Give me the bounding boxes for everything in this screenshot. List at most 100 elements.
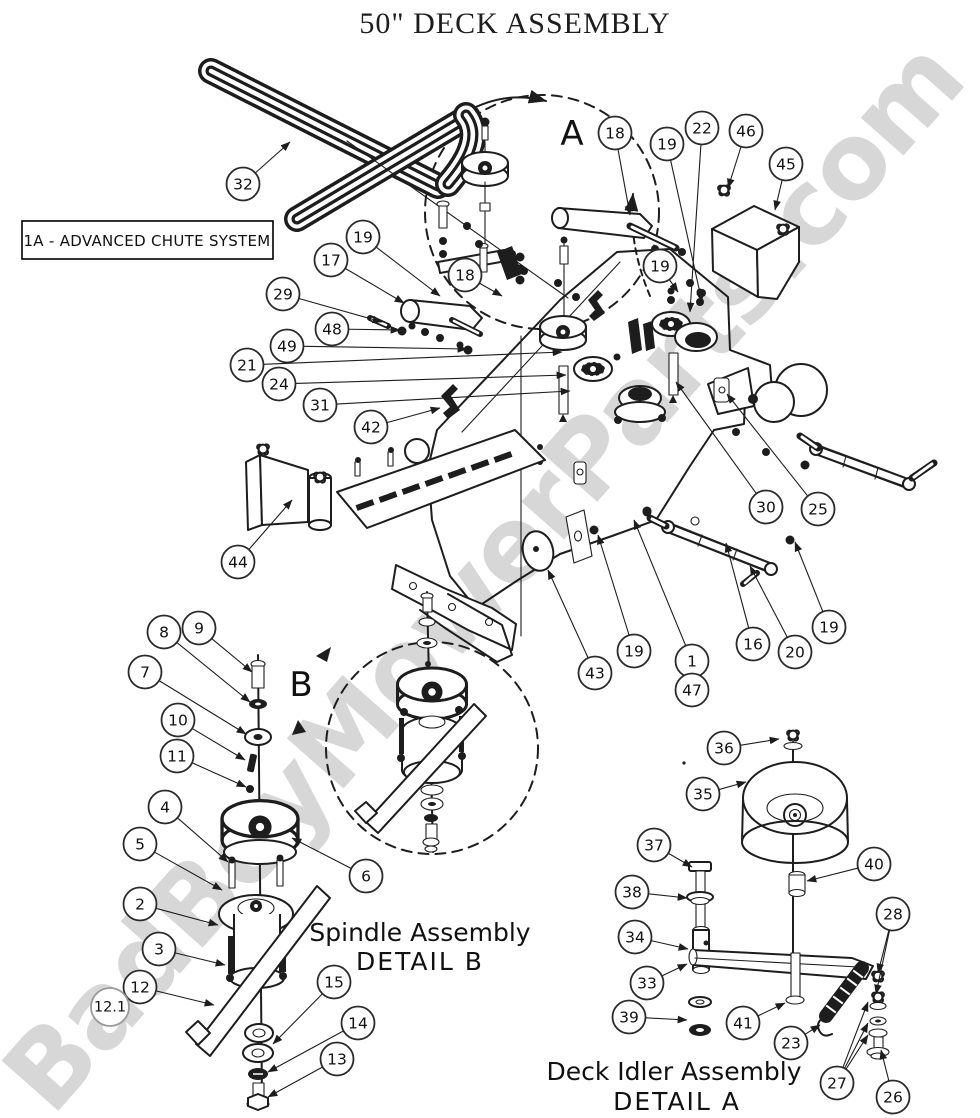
callout-41-number: 41 bbox=[733, 1015, 753, 1033]
callout-19-number: 19 bbox=[624, 643, 644, 661]
callout-39: 39 bbox=[611, 999, 688, 1035]
callout-6: 6 bbox=[291, 837, 384, 894]
callout-1: 1 bbox=[633, 519, 710, 679]
callout-49-circle bbox=[269, 328, 305, 364]
callout-48-circle bbox=[314, 311, 350, 347]
callout-33: 33 bbox=[629, 963, 688, 1001]
callout-12-leader bbox=[155, 990, 215, 1007]
callout-36-circle bbox=[706, 730, 742, 766]
callout-10-circle bbox=[160, 702, 196, 738]
callout-44-leader bbox=[248, 499, 293, 550]
callout-17: 17 bbox=[313, 242, 405, 304]
callout-37-leader bbox=[668, 852, 693, 868]
callout-38-leader bbox=[648, 893, 688, 901]
callout-21-circle bbox=[229, 347, 265, 383]
callout-8-leader bbox=[176, 641, 251, 703]
deck-pulleys bbox=[441, 236, 718, 424]
callout-4-number: 4 bbox=[160, 799, 170, 817]
callout-27-leader bbox=[842, 1001, 869, 1068]
callout-26-leader bbox=[879, 1049, 890, 1082]
callout-1-number: 1 bbox=[687, 653, 697, 671]
callout-23-number: 23 bbox=[781, 1035, 801, 1053]
callout-41: 41 bbox=[725, 1002, 786, 1041]
callout-46-leader bbox=[727, 146, 742, 189]
callout-5: 5 bbox=[122, 826, 223, 891]
callout-14: 14 bbox=[267, 1005, 376, 1073]
callout-12: 12 bbox=[122, 969, 215, 1007]
callout-18-leader bbox=[617, 149, 633, 216]
callout-34-circle bbox=[617, 919, 653, 955]
callout-20: 20 bbox=[749, 565, 813, 670]
callout-5-number: 5 bbox=[135, 836, 145, 854]
callout-42-number: 42 bbox=[361, 419, 381, 437]
callout-17-circle bbox=[313, 242, 349, 278]
callout-21: 21 bbox=[229, 347, 563, 383]
callout-19-leader bbox=[670, 159, 704, 303]
callout-15: 15 bbox=[272, 964, 352, 1045]
callout-23-circle bbox=[773, 1025, 809, 1061]
callout-19: 19 bbox=[794, 541, 847, 645]
callout-7-number: 7 bbox=[140, 664, 150, 682]
callout-49: 49 bbox=[269, 328, 468, 364]
callout-2-circle bbox=[122, 886, 158, 922]
callout-19-leader bbox=[794, 541, 824, 612]
deck-belt bbox=[198, 58, 569, 299]
callout-40: 40 bbox=[806, 846, 892, 883]
callout-39-leader bbox=[645, 1015, 688, 1024]
callout-12.1: 12.1 bbox=[90, 987, 130, 1027]
callout-34-number: 34 bbox=[625, 929, 645, 947]
callout-19-number: 19 bbox=[819, 619, 839, 637]
chute-bracket bbox=[711, 184, 800, 300]
callout-19-circle bbox=[642, 248, 678, 284]
callout-14-leader bbox=[267, 1030, 344, 1073]
callout-32-leader bbox=[254, 141, 291, 174]
callout-35: 35 bbox=[685, 776, 747, 812]
callout-1-leader bbox=[633, 519, 687, 646]
callout-19-circle bbox=[616, 633, 652, 669]
callout-16-leader bbox=[724, 542, 750, 629]
callout-19: 19 bbox=[642, 248, 679, 293]
callout-28-leader bbox=[874, 930, 891, 995]
callout-33-number: 33 bbox=[637, 975, 657, 993]
callout-23: 23 bbox=[773, 1024, 821, 1061]
callout-4-circle bbox=[147, 789, 183, 825]
callout-13-circle bbox=[319, 1041, 355, 1077]
callout-45-circle bbox=[768, 146, 804, 182]
detail-letter-B: B bbox=[289, 665, 312, 705]
callout-15-circle bbox=[316, 964, 352, 1000]
callout-19-leader bbox=[597, 534, 630, 636]
callout-38: 38 bbox=[614, 874, 688, 910]
callout-42-circle bbox=[353, 409, 389, 445]
callout-19-circle bbox=[811, 609, 847, 645]
callout-43-leader bbox=[547, 569, 589, 659]
baffle-ramp bbox=[336, 429, 546, 529]
callout-48-number: 48 bbox=[322, 321, 342, 339]
callout-26: 26 bbox=[875, 1049, 911, 1115]
callout-49-leader bbox=[303, 344, 468, 353]
belt-idler-pulley-top bbox=[461, 117, 509, 253]
callout-25-number: 25 bbox=[808, 501, 828, 519]
callout-37-number: 37 bbox=[644, 837, 664, 855]
callout-24: 24 bbox=[261, 366, 567, 402]
callout-13-leader bbox=[267, 1066, 323, 1098]
callout-19-circle bbox=[345, 219, 381, 255]
callout-19-leader bbox=[668, 279, 679, 293]
callout-3-leader bbox=[174, 952, 226, 967]
detail-b-spindle bbox=[354, 591, 487, 853]
callout-15-leader bbox=[272, 993, 323, 1045]
callout-9-number: 9 bbox=[194, 620, 204, 638]
callout-6-number: 6 bbox=[361, 868, 371, 886]
callout-22-leader bbox=[686, 144, 702, 313]
callout-28-number: 28 bbox=[883, 906, 903, 924]
callout-20-number: 20 bbox=[785, 644, 805, 662]
callout-19-number: 19 bbox=[657, 136, 677, 154]
callout-16-circle bbox=[735, 626, 771, 662]
callout-35-number: 35 bbox=[693, 786, 713, 804]
callout-40-circle bbox=[856, 846, 892, 882]
callout-45-number: 45 bbox=[776, 156, 796, 174]
callout-21-number: 21 bbox=[237, 357, 257, 375]
callout-37: 37 bbox=[636, 827, 693, 868]
note-box-label: 1A - ADVANCED CHUTE SYSTEM bbox=[23, 232, 270, 250]
callout-10-number: 10 bbox=[168, 712, 188, 730]
